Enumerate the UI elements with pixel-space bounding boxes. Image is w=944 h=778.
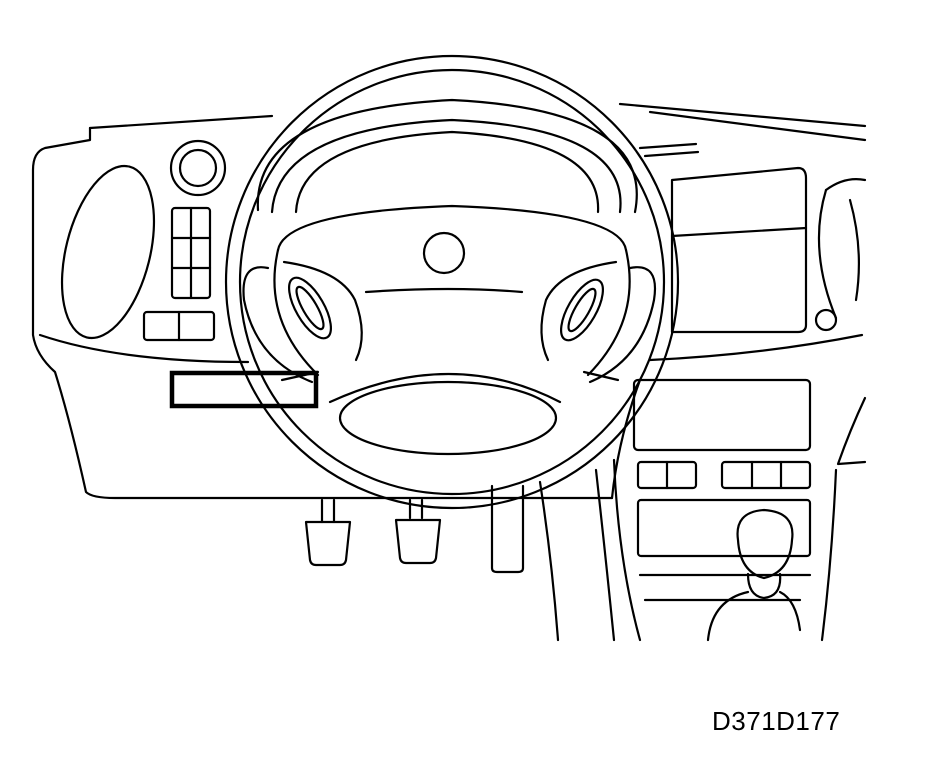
left-dash-controls <box>142 139 227 342</box>
steering-right-spoke <box>540 260 657 384</box>
steering-left-spoke <box>242 260 363 384</box>
figure-code-label: D371D177 <box>712 706 841 736</box>
steering-wheel <box>224 54 680 510</box>
dashboard-outline <box>31 102 867 500</box>
gear-shift-knob <box>706 508 802 642</box>
pedals <box>304 484 525 574</box>
left-air-vent <box>60 164 156 340</box>
center-stack <box>612 142 867 642</box>
tunnel-lines <box>538 468 616 642</box>
